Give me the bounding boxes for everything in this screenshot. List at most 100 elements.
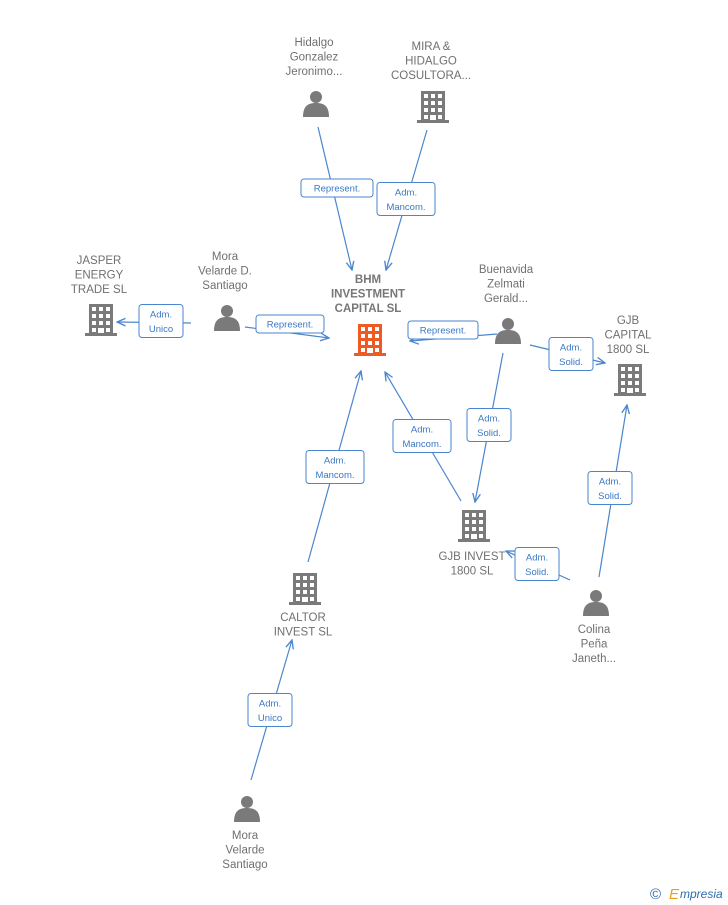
building-icon xyxy=(289,573,321,605)
person-icon xyxy=(495,318,521,344)
node-colina[interactable]: ColinaPeñaJaneth... xyxy=(572,590,616,665)
edge-line xyxy=(317,126,352,270)
brand-logo-initial: E xyxy=(669,886,680,903)
edge-label-text: Solid. xyxy=(559,357,583,368)
edge-label-box[interactable] xyxy=(548,337,594,371)
edge-label-text: Solid. xyxy=(477,428,501,439)
building-icon xyxy=(85,304,117,336)
building-icon xyxy=(458,510,490,542)
node-label: Janeth... xyxy=(572,653,616,665)
node-label: Gonzalez xyxy=(290,52,339,64)
node-mira[interactable]: MIRA & HIDALGO COSULTORA... xyxy=(391,41,471,123)
edge-label-box[interactable] xyxy=(255,314,325,334)
edge-label-text: Adm. xyxy=(411,424,433,435)
node-label: GJB xyxy=(617,315,640,327)
node-label: INVESTMENT xyxy=(331,289,405,301)
node-gjb_capital[interactable]: GJB CAPITAL 1800 SL xyxy=(604,315,652,396)
node-label: Mora xyxy=(212,251,239,263)
node-label: GJB INVEST xyxy=(438,551,505,563)
node-label: TRADE SL xyxy=(71,284,128,296)
building-icon xyxy=(614,364,646,396)
node-jasper[interactable]: JASPER ENERGY TRADE SL xyxy=(71,255,128,336)
node-label: CALTOR xyxy=(280,612,326,624)
edge-label-text: Adm. xyxy=(150,309,172,320)
building-icon xyxy=(354,324,386,356)
edge-label-text: Adm. xyxy=(259,698,281,709)
edge-label-box[interactable] xyxy=(587,471,633,505)
node-caltor[interactable]: CALTOR INVEST SL xyxy=(274,573,333,639)
node-label: MIRA & xyxy=(412,41,451,53)
edge-label-text: Mancom. xyxy=(315,470,354,481)
edge-caltor-to-bhm: Adm. Mancom. xyxy=(305,371,365,563)
copyright-icon: © xyxy=(650,886,661,903)
node-label: HIDALGO xyxy=(405,56,457,68)
edge-label-text: Mancom. xyxy=(386,202,425,213)
edges-layer: Represent. Adm. Mancom. Adm. Unico Represent.… xyxy=(117,126,633,781)
node-label: Zelmati xyxy=(487,279,525,291)
node-label: BHM xyxy=(355,274,381,286)
node-label: Colina xyxy=(578,624,611,636)
edge-label-box[interactable] xyxy=(466,408,512,442)
edge-label-text: Represent. xyxy=(267,320,313,331)
edge-buenavida-to-gjb_invest: Adm. Solid. xyxy=(466,352,512,502)
node-label: Jeronimo... xyxy=(286,66,343,78)
node-buenavida[interactable]: BuenavidaZelmatiGerald... xyxy=(479,264,534,344)
edge-label-text: Solid. xyxy=(598,491,622,502)
edge-label-box[interactable] xyxy=(300,178,374,198)
node-label: Santiago xyxy=(202,280,247,292)
edge-label-text: Mancom. xyxy=(402,439,441,450)
edge-label-text: Unico xyxy=(258,713,282,724)
node-label: Peña xyxy=(581,639,608,651)
edge-label-box[interactable] xyxy=(392,419,452,453)
edge-label-text: Unico xyxy=(149,324,173,335)
edge-label-text: Adm. xyxy=(599,476,621,487)
node-label: Velarde xyxy=(225,845,264,857)
person-icon xyxy=(583,590,609,616)
node-label: CAPITAL xyxy=(604,330,652,342)
node-label: CAPITAL SL xyxy=(335,303,402,315)
person-icon xyxy=(234,796,260,822)
node-label: Mora xyxy=(232,830,259,842)
edge-gjb_invest-to-bhm: Adm. Mancom. xyxy=(385,372,462,502)
edge-label-box[interactable] xyxy=(305,450,365,484)
node-gjb_invest[interactable]: GJB INVEST 1800 SL xyxy=(438,510,506,578)
edge-label-text: Solid. xyxy=(525,567,549,578)
edge-label-box[interactable] xyxy=(247,693,293,727)
node-label: Velarde D. xyxy=(198,266,252,278)
node-label: Santiago xyxy=(222,859,267,871)
footer: © E mpresia xyxy=(650,886,723,903)
node-bhm[interactable]: BHM INVESTMENT CAPITAL SL xyxy=(331,274,405,356)
edge-label-box[interactable] xyxy=(514,547,560,581)
edge-mora-to-caltor: Adm. Unico xyxy=(247,640,293,781)
edge-buenavida-to-bhm: Represent. xyxy=(407,320,498,341)
edge-label-box[interactable] xyxy=(376,182,436,216)
edge-label-text: Adm. xyxy=(478,413,500,424)
edge-mira-to-bhm: Adm.Mancom. xyxy=(376,129,436,270)
node-hidalgo[interactable]: HidalgoGonzalezJeronimo... xyxy=(286,37,343,117)
edge-colina-to-gjb_invest: Adm. Solid. xyxy=(506,547,571,581)
edge-label-text: Adm. xyxy=(526,552,548,563)
brand-logo-text: mpresia xyxy=(680,887,723,901)
node-label: COSULTORA... xyxy=(391,70,471,82)
node-label: 1800 SL xyxy=(451,566,494,578)
person-icon xyxy=(214,305,240,331)
edge-mora_d-to-bhm: Represent. xyxy=(244,314,329,338)
node-label: 1800 SL xyxy=(607,344,650,356)
edge-label-box[interactable] xyxy=(138,304,184,338)
edge-mora_d-to-jasper: Adm. Unico xyxy=(117,304,192,338)
node-label: Buenavida xyxy=(479,264,534,276)
edge-buenavida-to-gjb_capital: Adm.Solid. xyxy=(529,337,605,371)
node-label: ENERGY xyxy=(75,270,124,282)
person-icon xyxy=(303,91,329,117)
node-label: INVEST SL xyxy=(274,627,333,639)
edge-label-box[interactable] xyxy=(407,320,479,340)
node-label: Hidalgo xyxy=(295,37,334,49)
edge-colina-to-gjb_capital: Adm. Solid. xyxy=(587,405,633,578)
node-label: JASPER xyxy=(77,255,122,267)
edge-label-text: Represent. xyxy=(314,184,360,195)
edge-label-text: Adm. xyxy=(324,455,346,466)
